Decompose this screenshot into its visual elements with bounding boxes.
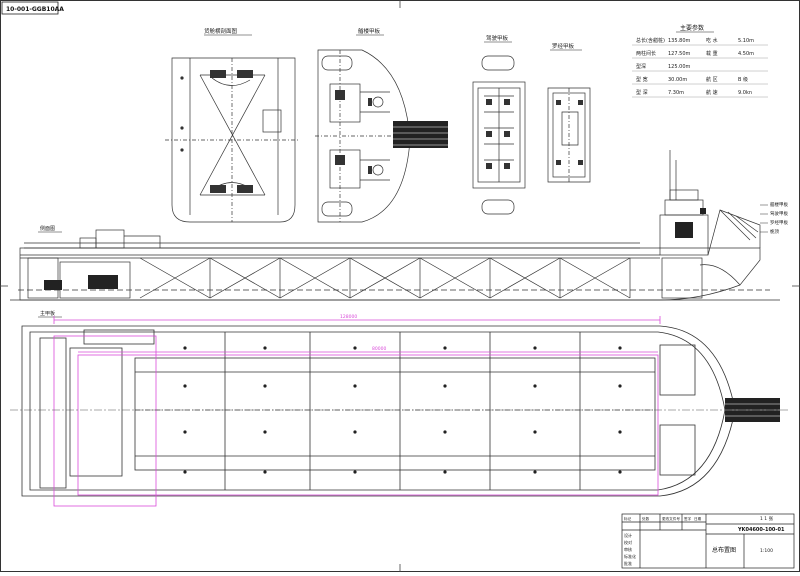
particulars-cell: 型深	[636, 63, 646, 70]
corner-drawing-number: 10-001-GGB10AA	[6, 6, 64, 13]
hatch-bolt	[443, 346, 447, 350]
corner-number-box	[1, 1, 59, 15]
hatch-bolt	[533, 470, 537, 474]
title-block-header: 更改文件号	[662, 516, 680, 521]
particulars-cell: 4.50m	[738, 51, 754, 57]
title-block-header: 处数	[642, 516, 650, 521]
particulars-cell: 总长(含艏桩)	[636, 37, 665, 44]
main-deck-title: 主甲板	[40, 310, 55, 317]
side-view-title: 侧面图	[40, 225, 55, 232]
particulars-cell: 吃 水	[706, 37, 718, 44]
particulars-cell: 航 速	[706, 89, 718, 96]
bridge-deck-plan	[472, 55, 526, 215]
particulars-cell: 型 深	[636, 89, 648, 96]
forecastle-title: 艏楼甲板	[358, 27, 381, 35]
hatch-bolt	[353, 346, 357, 350]
side-level-label: 艏楼甲板	[770, 201, 788, 208]
stern-ramp-hatch	[393, 121, 448, 148]
side-level-label: 罗经甲板	[770, 219, 788, 226]
hatch-bolt	[183, 470, 187, 474]
particulars-cell: 载 重	[706, 50, 718, 57]
particulars-cell: 30.00m	[668, 77, 687, 83]
title-block-scale: 1:100	[760, 548, 773, 554]
side-elevation: 侧面图	[10, 150, 788, 301]
title-block-row-label: 设计	[624, 532, 632, 538]
hatch-bolt	[618, 384, 622, 388]
hatch-bolt	[263, 470, 267, 474]
hatch-bolt	[353, 470, 357, 474]
particulars-cell: 135.80m	[668, 38, 690, 44]
title-block	[621, 513, 795, 569]
dim-hold-length: 80000	[372, 346, 386, 352]
title-block-drawing-no: YK04600-100-01	[737, 527, 785, 533]
hatch-bolt	[353, 430, 357, 434]
particulars-cell: 5.10m	[738, 38, 754, 44]
hatch-bolt	[263, 346, 267, 350]
title-block-row-label: 标准化	[624, 553, 636, 559]
title-block-row-label: 审核	[624, 546, 632, 552]
compass-deck-plan	[547, 87, 591, 183]
side-level-label: 桅顶	[770, 228, 779, 235]
dim-plan-length: 128000	[340, 314, 357, 320]
hatch-bolt	[183, 346, 187, 350]
hatch-bolt	[443, 384, 447, 388]
hatch-bolt	[618, 430, 622, 434]
bridge-deck-title: 驾驶甲板	[486, 34, 509, 42]
hatch-bolt	[183, 430, 187, 434]
hull-outline	[19, 247, 761, 301]
main-deck-plan: 主甲板 128000 8	[10, 310, 790, 507]
hatch-bolt	[533, 430, 537, 434]
cross-section-title: 货舱横剖面图	[204, 27, 238, 35]
hatch-bolt	[263, 384, 267, 388]
title-block-header: 日期	[694, 516, 702, 521]
title-block-drawing-title: 总布置图	[712, 546, 736, 554]
title-block-sheet: 1 1 张	[760, 515, 774, 522]
hatch-bolt	[443, 430, 447, 434]
dimension-lines	[53, 316, 661, 507]
particulars-title: 主要参数	[680, 24, 704, 32]
particulars-cell: 125.00m	[668, 64, 690, 70]
title-block-row-label: 校对	[624, 539, 632, 545]
hatch-bolt	[443, 470, 447, 474]
cargo-hold-cross-section	[165, 57, 300, 223]
principal-particulars: 主要参数 总长(含艏桩)135.80m 吃 水 5.10m 两柱间长 127.50m 载 …	[632, 24, 768, 98]
particulars-cell: 127.50m	[668, 51, 690, 57]
title-block-header: 签字	[684, 516, 692, 521]
hatch-bolt	[618, 346, 622, 350]
title-block-header: 标记	[624, 516, 632, 521]
hatch-bolt	[263, 430, 267, 434]
hatch-bolt	[533, 384, 537, 388]
hatch-bolt	[353, 384, 357, 388]
side-level-label: 驾驶甲板	[770, 210, 788, 217]
particulars-cell: 7.30m	[668, 90, 684, 96]
hatch-bolt	[183, 384, 187, 388]
particulars-cell: 航 区	[706, 76, 718, 83]
hatch-bolt	[618, 470, 622, 474]
particulars-cell: 型 宽	[636, 76, 648, 83]
compass-deck-title: 罗经甲板	[552, 42, 575, 50]
hatch-bolt	[533, 346, 537, 350]
particulars-cell: B 级	[738, 76, 748, 83]
particulars-cell: 9.0kn	[738, 90, 752, 96]
particulars-cell: 两柱间长	[636, 50, 656, 57]
title-block-row-label: 批准	[624, 560, 632, 566]
